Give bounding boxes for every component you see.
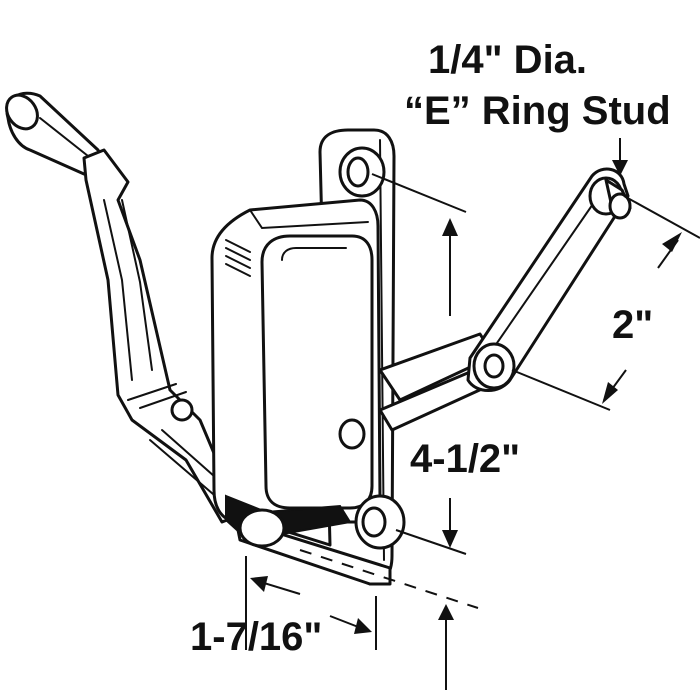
bottom-screw-hole — [354, 494, 406, 550]
gear-housing — [210, 198, 382, 548]
height-dimension — [371, 173, 467, 555]
crank-handle — [5, 91, 242, 524]
arm-length-dimension — [511, 195, 700, 411]
arm-length-label: 2" — [612, 303, 653, 347]
stud-callout-arrow — [612, 138, 628, 176]
height-label: 4-1/2" — [410, 437, 520, 481]
depth-dimension — [245, 549, 479, 690]
e-ring-stud — [588, 176, 632, 220]
depth-label: 1-7/16" — [190, 615, 322, 659]
stud-label-line1: 1/4" Dia. — [428, 38, 587, 82]
operator-arm — [378, 167, 630, 432]
top-screw-hole — [338, 146, 386, 198]
stud-label-line2: “E” Ring Stud — [404, 89, 671, 133]
